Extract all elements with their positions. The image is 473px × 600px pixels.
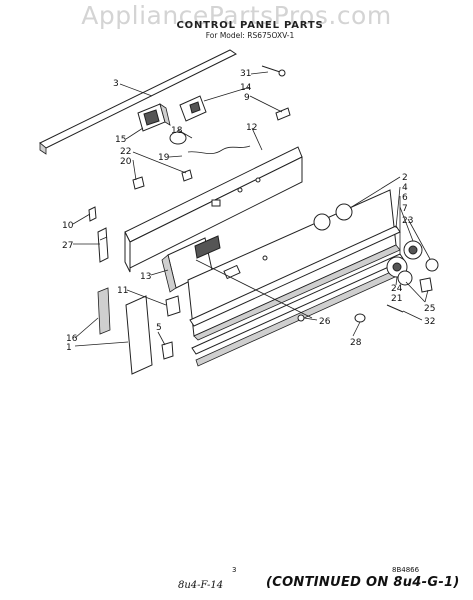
part-top-trim: [39, 49, 237, 155]
part-knob-assembly-lower: [386, 256, 433, 293]
callout-15: 15: [115, 135, 126, 145]
callout-numbers: 3 31 14 9 15 18 12 22 20 19 10 27 13 11 …: [62, 69, 435, 353]
callout-28: 28: [350, 338, 362, 348]
reference-code: 8u4-F-14: [178, 580, 224, 591]
callout-31: 31: [240, 69, 251, 79]
callout-18: 18: [171, 126, 183, 136]
callout-19: 19: [158, 153, 170, 163]
part-wire-harness: [187, 145, 251, 155]
diagram-subtitle: For Model: RS675OXV-1: [205, 31, 295, 40]
part-clip-lower: [161, 341, 174, 360]
callout-22: 22: [120, 147, 131, 157]
part-ring: [169, 131, 187, 145]
callout-11: 11: [117, 286, 128, 296]
callout-23: 23: [402, 216, 413, 226]
part-switch-block: [137, 103, 171, 132]
callout-5: 5: [156, 323, 162, 333]
watermark: AppliancePartsPros.com: [81, 1, 392, 30]
part-control-frame: [124, 146, 303, 273]
callout-2: 2: [402, 173, 408, 183]
callout-4: 4: [402, 183, 408, 193]
callout-9: 9: [244, 93, 250, 103]
callout-6: 6: [402, 193, 408, 203]
callout-32: 32: [424, 317, 435, 327]
leader-lines: [72, 71, 431, 347]
callout-27: 27: [62, 241, 73, 251]
callout-14: 14: [240, 83, 252, 93]
drawing-number: 8B4866: [392, 566, 420, 574]
callout-3: 3: [113, 79, 119, 89]
callout-26: 26: [319, 317, 331, 327]
part-screw-top: [261, 65, 286, 77]
part-side-bracket: [88, 206, 109, 263]
callout-1: 1: [66, 343, 72, 353]
callout-20: 20: [120, 157, 132, 167]
callout-10: 10: [62, 221, 74, 231]
continued-note: (CONTINUED ON 8u4-G-1): [266, 575, 460, 590]
page-number: 3: [232, 566, 237, 574]
callout-13: 13: [140, 272, 151, 282]
diagram-title: CONTROL PANEL PARTS: [176, 20, 324, 31]
part-end-caps: [97, 287, 153, 375]
part-switch-bracket: [179, 95, 291, 122]
callout-24: 24: [391, 284, 403, 294]
callout-12: 12: [246, 123, 257, 133]
callout-7: 7: [402, 204, 408, 214]
part-spacer: [132, 176, 145, 190]
callout-16: 16: [66, 334, 78, 344]
part-knob-assembly-upper: [403, 240, 439, 272]
callout-21: 21: [391, 294, 402, 304]
callout-25: 25: [424, 304, 435, 314]
part-pin: [386, 304, 404, 313]
part-small-bracket: [165, 295, 181, 317]
